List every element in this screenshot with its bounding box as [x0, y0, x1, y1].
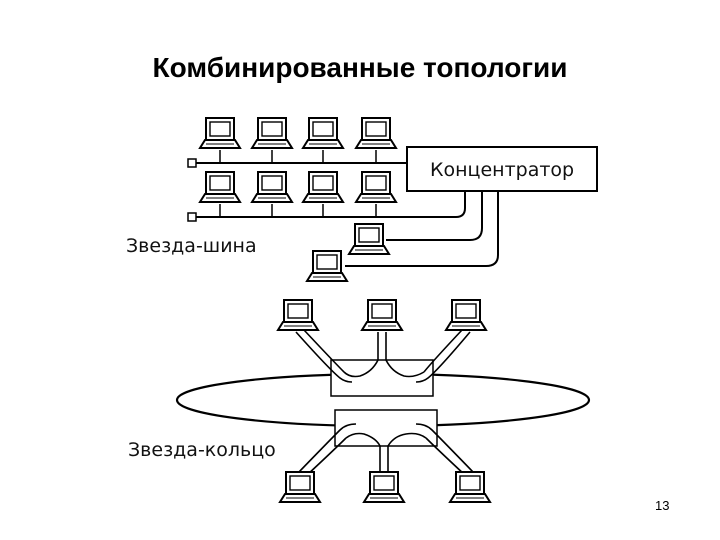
slide-title: Комбинированные топологии [152, 52, 568, 83]
computer-icon [302, 171, 344, 203]
computer-icon [306, 250, 348, 282]
computer-icon [251, 171, 293, 203]
star-bus-label: Звезда-шина [126, 235, 257, 257]
computer-icon [355, 171, 397, 203]
computer-icon [361, 299, 403, 331]
star-ring-label: Звезда-кольцо [128, 439, 276, 461]
computer-icon [199, 171, 241, 203]
star-bus-section: Концентратор Звезда-шина [126, 117, 598, 282]
hub-cable-pc1 [386, 191, 483, 241]
computer-icon [199, 117, 241, 149]
page-number: 13 [655, 498, 670, 513]
hub-box [406, 146, 598, 192]
computer-icon [363, 471, 405, 503]
bus-terminator-bottom [187, 212, 197, 222]
computer-icon [277, 299, 319, 331]
hub-cable-bus2 [407, 191, 466, 218]
bus-terminator-top [187, 158, 197, 168]
computer-icon [449, 471, 491, 503]
hub-label: Концентратор [430, 159, 574, 181]
computer-icon [302, 117, 344, 149]
computer-icon [279, 471, 321, 503]
computer-icon [348, 223, 390, 255]
computer-icon [445, 299, 487, 331]
star-ring-section: Звезда-кольцо [128, 299, 591, 503]
computer-icon [251, 117, 293, 149]
upper-hub [330, 359, 434, 397]
lower-hub [334, 409, 438, 447]
hub-cable-pc2 [345, 191, 499, 267]
computer-icon [355, 117, 397, 149]
